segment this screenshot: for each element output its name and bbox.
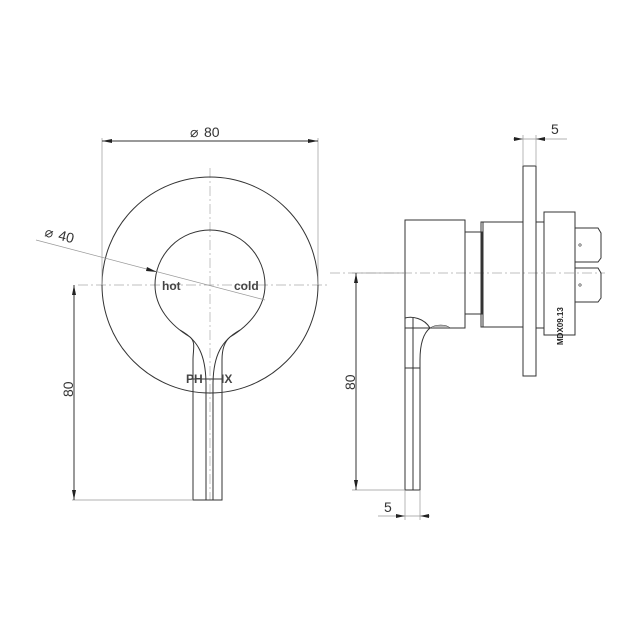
lever-inner-curve-right (212, 329, 241, 386)
brand-fragment-left: PH (186, 372, 203, 386)
arrow-right-icon (308, 139, 318, 143)
diameter-symbol-40: ⌀ (43, 223, 55, 241)
side-wall-plate (522, 165, 537, 377)
arrow-right-icon (514, 137, 523, 141)
side-view: MDX09.13 5 80 5 (330, 121, 605, 520)
dim-lever-thickness-label: 5 (384, 499, 392, 515)
rear-spacer (535, 221, 545, 329)
hot-label: hot (162, 279, 181, 293)
inlet-bottom (575, 267, 602, 303)
diameter-symbol-80: ⌀ (190, 124, 198, 140)
arrow-up-icon (72, 285, 76, 295)
arrow-left-icon (102, 139, 112, 143)
front-view: hot cold PH IX ⌀ 80 ⌀ 40 80 (35, 124, 330, 501)
cartridge-body (480, 221, 524, 328)
dim-plate-thickness-label: 5 (551, 121, 559, 137)
lever-body (404, 219, 466, 329)
dim-side-lever-length-label: 80 (342, 374, 358, 390)
lever-hub-outline (154, 229, 266, 501)
arrow-left-icon (536, 137, 545, 141)
dim-40-label: 40 (57, 227, 76, 246)
side-lever-hub-shading (429, 324, 451, 329)
brand-fragment-right: IX (221, 372, 232, 386)
body-code: MDX09.13 (556, 307, 565, 345)
arrow-leader-icon (146, 267, 157, 272)
inlet-top (575, 227, 602, 263)
dim-lever-length-label: 80 (60, 381, 76, 397)
arrow-up-icon (354, 273, 358, 283)
dim-80-label: 80 (204, 124, 220, 140)
cold-label: cold (234, 279, 259, 293)
side-lever-outline (404, 316, 431, 491)
arrow-right-icon (396, 514, 405, 518)
valve-body (543, 211, 576, 336)
lever-inner-curve-left (179, 329, 207, 386)
inlet-top-marker (578, 243, 582, 247)
inlet-bottom-marker (578, 283, 582, 287)
arrow-down-icon (72, 490, 76, 500)
arrow-left-icon (420, 514, 429, 518)
neck (464, 231, 483, 315)
arrow-down-icon (354, 480, 358, 490)
